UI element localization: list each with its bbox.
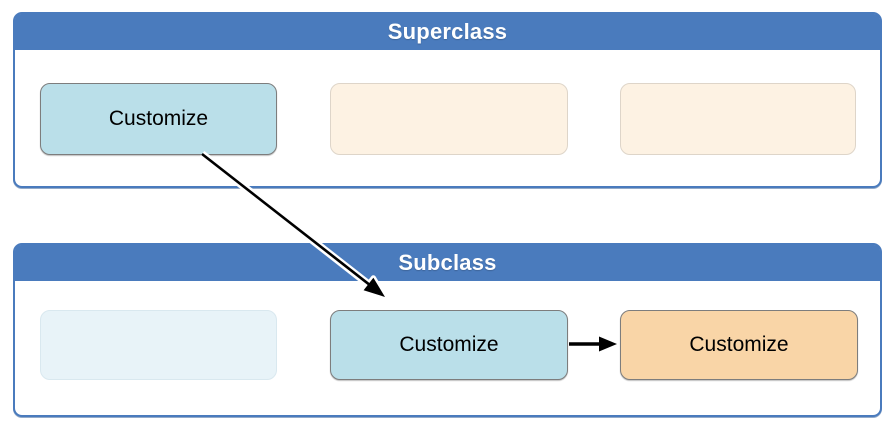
superclass-body: Customize: [15, 50, 880, 186]
subclass-customize-node: Customize: [330, 310, 568, 380]
subclass-placeholder-node: [40, 310, 277, 380]
superclass-panel: Superclass Customize: [13, 12, 882, 188]
superclass-header: Superclass: [15, 14, 880, 50]
superclass-placeholder-node-2: [620, 83, 856, 155]
superclass-customize-node: Customize: [40, 83, 277, 155]
subclass-customize-orange-node: Customize: [620, 310, 858, 380]
subclass-title: Subclass: [398, 250, 497, 275]
subclass-header: Subclass: [15, 245, 880, 281]
superclass-placeholder-node-1: [330, 83, 568, 155]
subclass-body: Customize Customize: [15, 281, 880, 415]
superclass-customize-label: Customize: [108, 107, 209, 130]
subclass-customize-label: Customize: [399, 333, 499, 356]
subclass-customize-orange-label: Customize: [689, 333, 789, 356]
superclass-title: Superclass: [387, 19, 508, 44]
subclass-panel: Subclass Customize Customize: [13, 243, 882, 417]
